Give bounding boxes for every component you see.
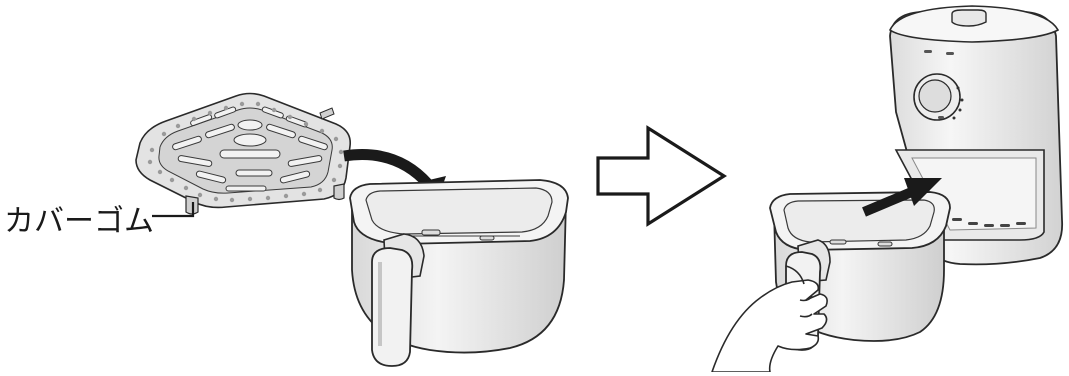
tray-tab	[320, 108, 334, 119]
hollow-right-arrow-icon	[598, 128, 724, 224]
callout-label-cover-rubber: カバーゴム	[4, 196, 154, 240]
crisper-tray	[136, 94, 350, 215]
hand-illustration	[712, 266, 827, 372]
basket-left	[350, 180, 568, 366]
